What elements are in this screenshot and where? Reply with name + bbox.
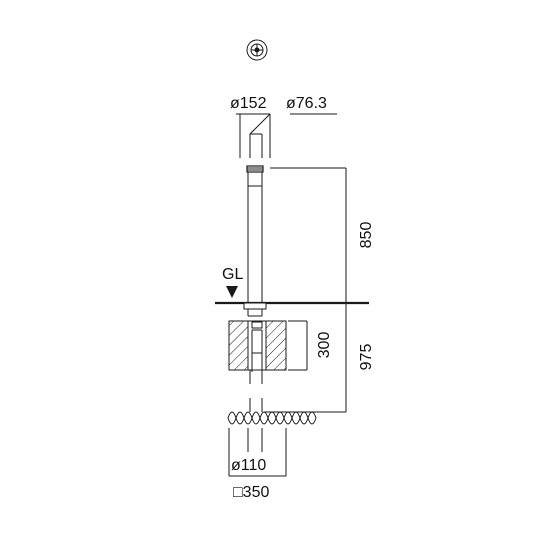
label-diameter-110: ø110 <box>231 457 266 474</box>
label-diameter-152: ø152 <box>230 95 267 112</box>
top-view-icon <box>246 39 268 61</box>
label-height-850: 850 <box>358 222 375 249</box>
top-dimension-lines <box>236 113 337 158</box>
bollard-cap <box>246 165 264 187</box>
base-flange <box>243 302 267 317</box>
bollard-post <box>247 172 263 302</box>
right-dimension-lines <box>264 167 347 413</box>
ground-level: GL <box>215 266 369 305</box>
label-diameter-76-3: ø76.3 <box>286 95 327 112</box>
buried-sleeve <box>249 370 263 412</box>
label-ground-level: GL <box>222 266 243 283</box>
break-symbol <box>227 411 317 425</box>
concrete-foundation <box>228 320 287 372</box>
bottom-dimension-lines <box>228 428 287 477</box>
label-square-350: □350 <box>233 484 269 501</box>
label-depth-300: 300 <box>316 332 333 359</box>
ground-marker-icon <box>226 286 238 298</box>
label-depth-975: 975 <box>358 344 375 371</box>
